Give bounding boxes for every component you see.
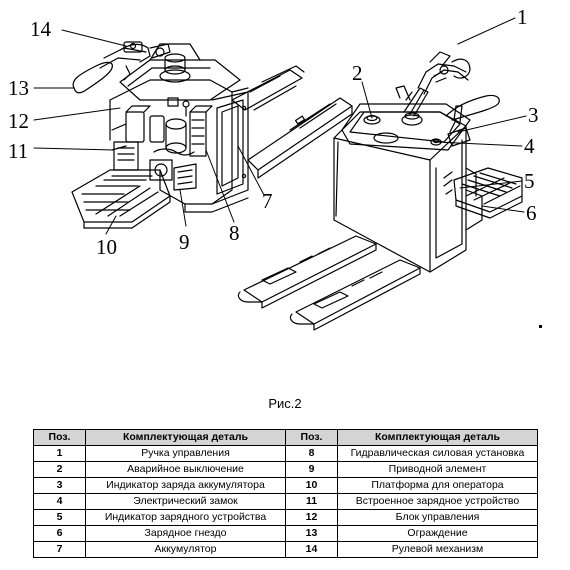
callout-4: 4 [524,134,535,158]
part-cell: Зарядное гнездо [85,525,286,542]
callout-labels: 1 2 3 4 5 6 7 8 9 10 11 12 13 14 [8,5,539,259]
pos-cell: 9 [285,461,338,478]
parts-table-header: Поз. Комплектующая деталь Поз. Комплекту… [33,429,538,446]
right-view-body [333,111,483,273]
right-view-top-panel [341,103,471,151]
leader-5 [459,180,523,189]
pos-cell: 13 [285,525,338,542]
pos-cell: 14 [285,541,338,558]
leader-6 [481,205,525,213]
right-view-platform [453,167,523,219]
pos-cell: 2 [33,461,86,478]
right-view-tiller [395,51,500,133]
part-cell: Ручка управления [85,445,286,462]
parts-table: Поз. Комплектующая деталь Поз. Комплекту… [33,429,538,558]
header-pos-a: Поз. [33,429,86,446]
part-cell: Ограждение [337,525,538,542]
leader-14 [61,29,127,47]
leader-1 [457,17,516,45]
pos-cell: 10 [285,477,338,494]
leader-3 [457,115,527,133]
pos-cell: 1 [33,445,86,462]
table-row: 3 Индикатор заряда аккумулятора 10 Платф… [33,477,538,494]
callout-12: 12 [8,109,29,133]
callout-7: 7 [262,189,273,213]
callout-9: 9 [179,230,190,254]
stray-mark [539,325,542,328]
part-cell: Встроенное зарядное устройство [337,493,538,510]
part-cell: Аккумулятор [85,541,286,558]
left-view-tiller [72,41,171,94]
part-cell: Электрический замок [85,493,286,510]
callout-5: 5 [524,169,535,193]
leader-12 [33,107,121,121]
pos-cell: 6 [33,525,86,542]
table-row: 5 Индикатор зарядного устройства 12 Блок… [33,509,538,526]
pos-cell: 8 [285,445,338,462]
truck-internal-view [71,41,353,229]
table-row: 6 Зарядное гнездо 13 Ограждение [33,525,538,542]
pos-cell: 7 [33,541,86,558]
left-view-chassis [109,79,249,213]
pos-cell: 11 [285,493,338,510]
part-cell: Аварийное выключение [85,461,286,478]
pos-cell: 4 [33,493,86,510]
leader-11 [33,147,115,151]
part-cell: Блок управления [337,509,538,526]
truck-assembled-view [237,51,523,331]
part-cell: Приводной элемент [337,461,538,478]
table-row: 4 Электрический замок 11 Встроенное заря… [33,493,538,510]
leader-10 [105,215,117,235]
part-cell: Платформа для оператора [337,477,538,494]
table-row: 7 Аккумулятор 14 Рулевой механизм [33,541,538,558]
part-cell: Рулевой механизм [337,541,538,558]
callout-6: 6 [526,201,537,225]
callout-1: 1 [517,5,528,29]
header-pos-b: Поз. [285,429,338,446]
table-row: 1 Ручка управления 8 Гидравлическая сило… [33,445,538,462]
callout-8: 8 [229,221,240,245]
part-cell: Индикатор заряда аккумулятора [85,477,286,494]
left-view-forks [231,65,353,179]
header-part-b: Комплектующая деталь [337,429,538,446]
pos-cell: 3 [33,477,86,494]
leader-2 [361,81,373,119]
callout-10: 10 [96,235,117,259]
part-cell: Индикатор зарядного устройства [85,509,286,526]
leader-8 [205,149,235,223]
right-view-forks [237,235,421,331]
leader-lines [33,17,527,235]
figure-caption: Рис.2 [268,396,302,411]
callout-2: 2 [352,61,363,85]
leader-7 [237,145,265,196]
left-view-internals [111,97,213,191]
pallet-truck-drawing: 1 2 3 4 5 6 7 8 9 10 11 12 13 14 [8,5,539,331]
leader-4 [436,141,523,147]
part-cell: Гидравлическая силовая установка [337,445,538,462]
header-part-a: Комплектующая деталь [85,429,286,446]
pos-cell: 5 [33,509,86,526]
table-row: 2 Аварийное выключение 9 Приводной элеме… [33,461,538,478]
callout-13: 13 [8,76,29,100]
left-view-platform [71,169,171,229]
pos-cell: 12 [285,509,338,526]
leader-9 [179,189,187,227]
callout-11: 11 [8,139,28,163]
callout-3: 3 [528,103,539,127]
callout-14: 14 [30,17,52,41]
left-view-top-plate [119,43,241,101]
